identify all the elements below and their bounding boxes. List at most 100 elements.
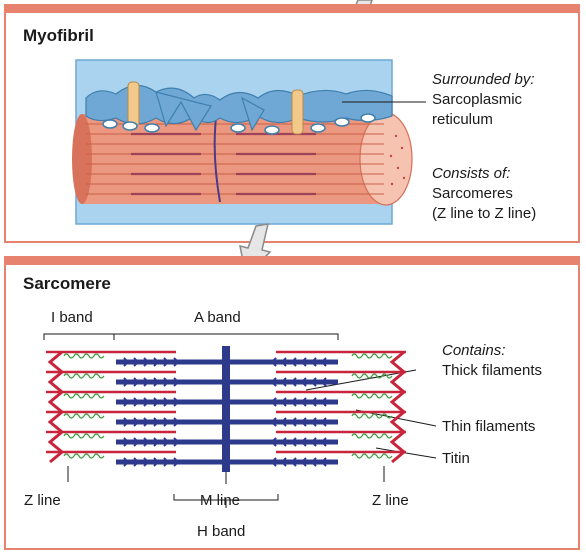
myosin-head xyxy=(280,457,287,467)
myosin-head xyxy=(270,397,277,407)
sarcoplasmic-label: Sarcoplasmic xyxy=(432,91,523,108)
contains-label: Contains: xyxy=(442,342,506,359)
m-line-label: M line xyxy=(200,492,241,509)
titin-strand xyxy=(351,413,393,419)
myosin-head xyxy=(143,357,150,367)
myosin-head xyxy=(300,417,307,427)
titin-strand xyxy=(63,353,105,359)
myosin-head xyxy=(300,357,307,367)
myosin-head xyxy=(173,377,180,387)
myosin-head xyxy=(310,417,317,427)
i-band-label: I band xyxy=(51,309,93,326)
a-band-bracket xyxy=(113,333,339,340)
myosin-head xyxy=(290,417,297,427)
reticulum-label: reticulum xyxy=(432,111,493,128)
myosin-head xyxy=(280,397,287,407)
myosin-head xyxy=(153,357,160,367)
myosin-head xyxy=(123,377,130,387)
titin-strand xyxy=(351,433,393,439)
myosin-head xyxy=(153,457,160,467)
myofibril-title: Myofibril xyxy=(23,26,94,45)
myosin-head xyxy=(163,377,170,387)
myosin-head xyxy=(300,437,307,447)
i-band-bracket xyxy=(43,333,115,340)
myosin-head xyxy=(133,377,140,387)
z-line-left xyxy=(47,350,65,464)
myosin-head xyxy=(143,457,150,467)
z-line-left-label: Z line xyxy=(24,492,61,509)
sarcoplasmic-reticulum xyxy=(85,84,393,132)
myosin-head xyxy=(163,357,170,367)
myosin-head xyxy=(173,457,180,467)
panel-header-bar xyxy=(6,258,578,265)
myosin-head xyxy=(320,377,327,387)
tubule-openings xyxy=(102,113,376,135)
sarcomere-title: Sarcomere xyxy=(23,274,111,293)
myosin-head xyxy=(300,457,307,467)
myosin-head xyxy=(123,457,130,467)
myosin-head xyxy=(173,357,180,367)
myosin-head xyxy=(290,377,297,387)
myosin-head xyxy=(290,437,297,447)
myosin-head xyxy=(320,357,327,367)
myosin-head xyxy=(280,377,287,387)
titin-strand xyxy=(63,453,105,459)
myosin-head xyxy=(143,437,150,447)
titin-strand xyxy=(351,373,393,379)
myosin-head xyxy=(280,437,287,447)
thick-filaments-label: Thick filaments xyxy=(442,362,543,379)
titin-strand xyxy=(351,453,393,459)
myosin-head xyxy=(280,417,287,427)
thick-leader-line xyxy=(305,369,417,391)
myosin-head xyxy=(270,437,277,447)
myosin-head xyxy=(290,397,297,407)
myosin-head xyxy=(310,357,317,367)
myosin-head xyxy=(310,437,317,447)
myosin-head xyxy=(290,357,297,367)
myosin-head xyxy=(320,397,327,407)
myosin-head xyxy=(270,357,277,367)
titin-label: Titin xyxy=(442,450,470,467)
myosin-head xyxy=(270,377,277,387)
sarcomeres-label: Sarcomeres xyxy=(432,185,513,202)
titin-strand xyxy=(63,433,105,439)
myosin-head xyxy=(153,377,160,387)
myosin-head xyxy=(133,437,140,447)
myosin-head xyxy=(173,437,180,447)
z-line-right xyxy=(389,350,407,464)
sarcomere-illustration xyxy=(43,333,437,508)
myosin-head xyxy=(143,377,150,387)
myosin-head xyxy=(310,377,317,387)
thin-filaments-label: Thin filaments xyxy=(442,418,536,435)
h-band-label: H band xyxy=(197,523,246,540)
myofibril-panel: Myofibril xyxy=(4,4,580,243)
myosin-head xyxy=(300,397,307,407)
myosin-head xyxy=(320,417,327,427)
myosin-head xyxy=(163,417,170,427)
myosin-head xyxy=(143,417,150,427)
titin-strand xyxy=(351,393,393,399)
myosin-head xyxy=(123,437,130,447)
myosin-head xyxy=(280,357,287,367)
myosin-head xyxy=(320,457,327,467)
sarcomere-panel: Sarcomere I band A band Contains: Thick … xyxy=(4,256,580,550)
titin-strand xyxy=(63,413,105,419)
a-band-label: A band xyxy=(194,309,241,326)
myosin-head xyxy=(123,397,130,407)
titin-strand xyxy=(351,353,393,359)
myosin-head xyxy=(133,357,140,367)
myosin-head xyxy=(310,397,317,407)
titin-strand xyxy=(63,393,105,399)
myosin-head xyxy=(153,437,160,447)
myosin-head xyxy=(300,377,307,387)
myosin-head xyxy=(163,457,170,467)
myosin-head xyxy=(133,457,140,467)
panel-header-bar xyxy=(6,6,578,13)
myosin-head xyxy=(133,417,140,427)
myosin-head xyxy=(290,457,297,467)
myofibril-illustration xyxy=(72,59,426,225)
surrounded-by-label: Surrounded by: xyxy=(432,71,535,88)
myosin-head xyxy=(270,457,277,467)
z-to-z-label: (Z line to Z line) xyxy=(432,205,537,222)
myosin-head xyxy=(270,417,277,427)
